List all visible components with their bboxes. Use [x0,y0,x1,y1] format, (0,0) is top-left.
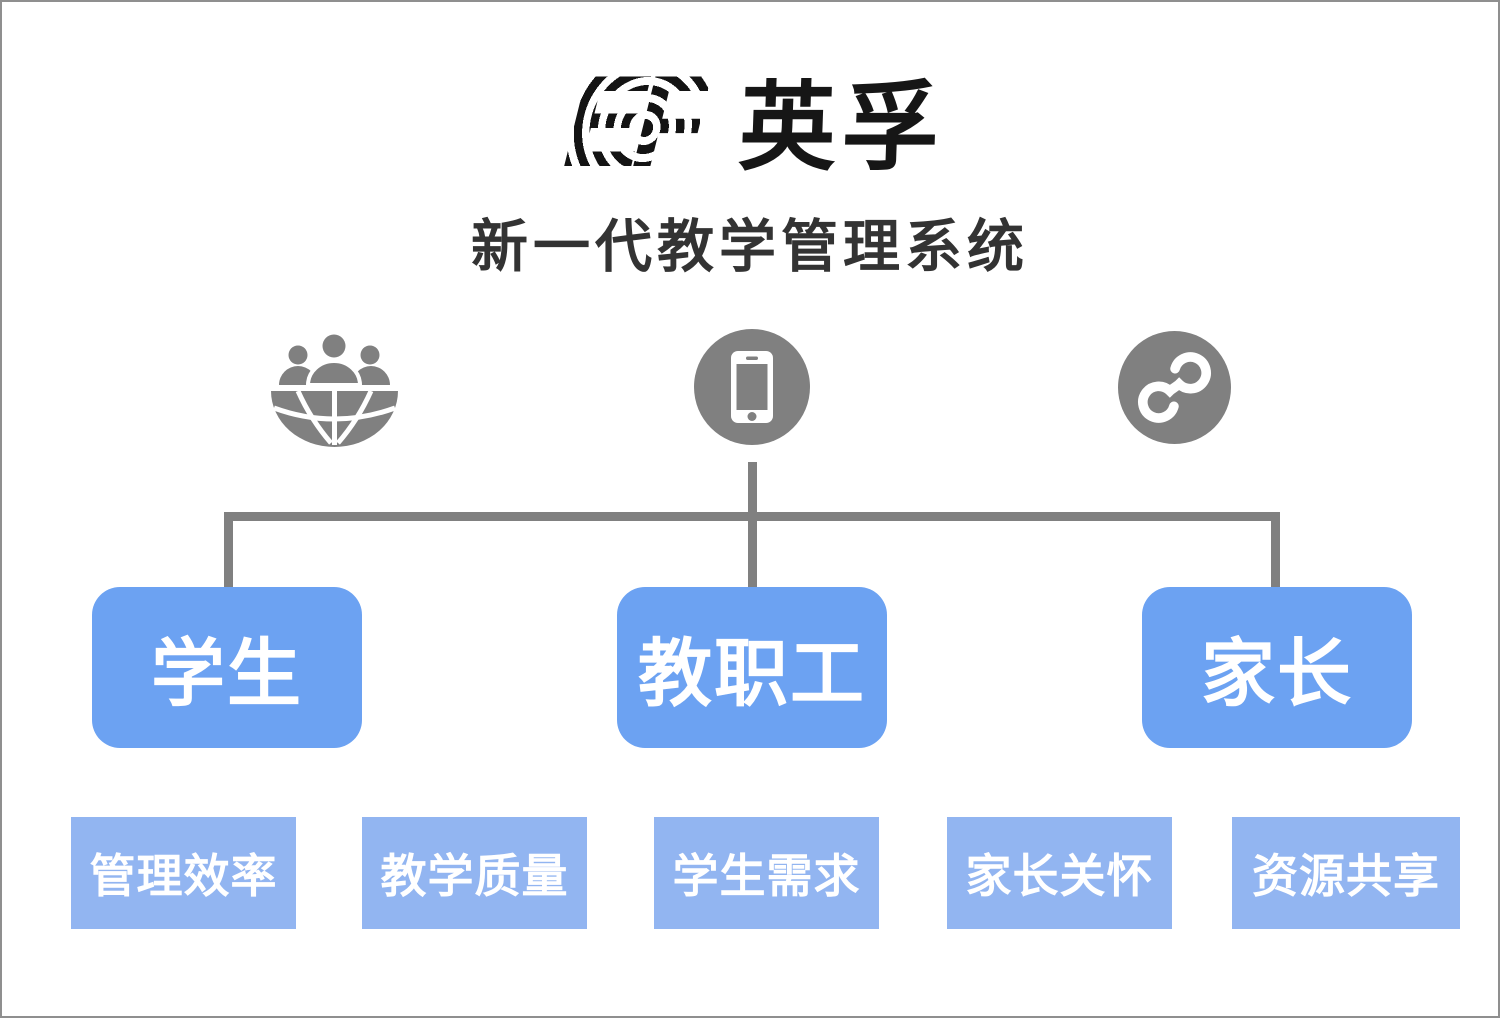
connector-horizontal-bar [224,512,1280,521]
brand-logo: EF 英孚 [2,48,1498,200]
node-students: 学生 [92,587,362,748]
tag-label: 学生需求 [672,850,861,902]
node-parents: 家长 [1142,587,1412,748]
connector-left-stem [224,521,233,587]
node-label: 学生 [151,632,303,715]
smartphone-icon [694,329,810,445]
tag-label: 教学质量 [380,850,569,902]
infinity-link-icon [1118,331,1231,444]
node-label: 教职工 [638,632,866,715]
tag-parent-care: 家长关怀 [947,817,1172,929]
page-title: 新一代教学管理系统 [471,215,1029,279]
tag-label: 资源共享 [1252,850,1440,902]
connector-right-stem [1271,521,1280,587]
tag-label: 管理效率 [89,850,278,902]
ef-striped-logo: EF [556,48,711,200]
node-label: 家长 [1201,632,1353,715]
tag-label: 家长关怀 [965,850,1154,902]
connector-center-stem [748,462,757,587]
community-globe-icon [267,332,402,447]
tag-management-efficiency: 管理效率 [71,817,296,929]
tag-teaching-quality: 教学质量 [362,817,587,929]
tag-student-needs: 学生需求 [654,817,879,929]
ef-logo-chinese: 英孚 [737,72,948,182]
node-faculty: 教职工 [617,587,887,748]
tag-resource-sharing: 资源共享 [1232,817,1460,929]
